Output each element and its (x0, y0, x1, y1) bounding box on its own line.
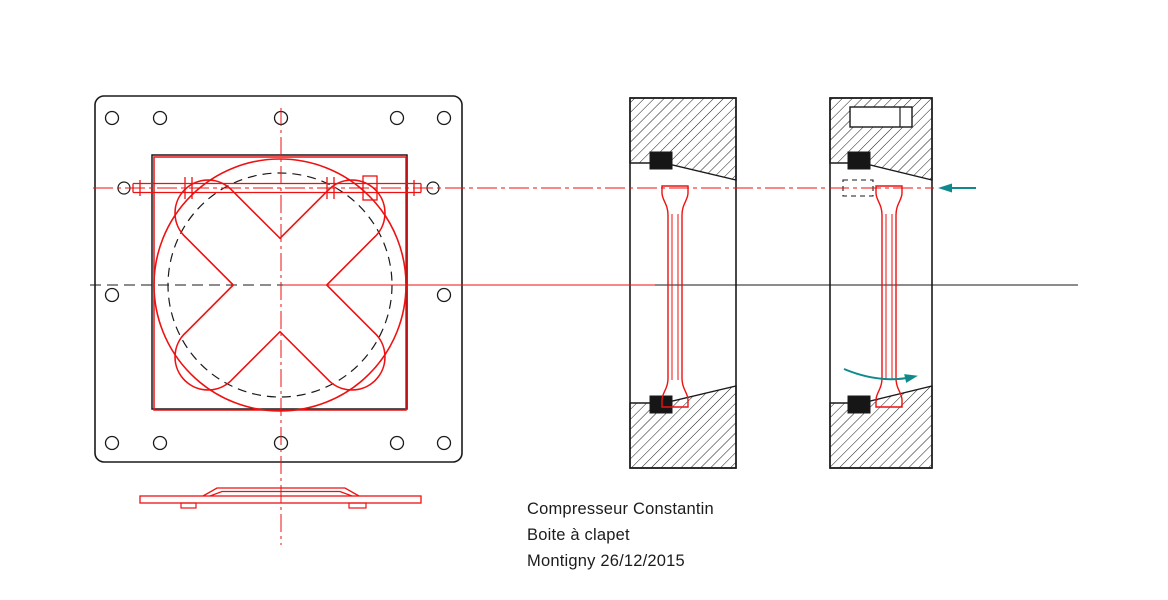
seal-bottom (847, 395, 871, 414)
dome-inner (209, 490, 353, 497)
bolt-hole (152, 110, 168, 126)
valve-bar-front (132, 175, 422, 201)
bolt-hole (436, 287, 452, 303)
valve-plate-profile-view (139, 487, 422, 509)
seal-top (847, 151, 871, 170)
inlet-flow-arrowhead-icon (938, 183, 952, 193)
flange-outer-plate (94, 95, 463, 463)
outlet-flow-arrowhead-icon (904, 374, 918, 383)
seal-top (649, 151, 673, 170)
cover-insert (849, 106, 913, 128)
bolt-hole (436, 110, 452, 126)
reed-valve-middle (661, 185, 689, 408)
reed-valve-outline (661, 185, 689, 408)
bolt-holes (104, 110, 452, 451)
foot-tab (180, 502, 197, 509)
front-view-red-parts (132, 156, 422, 412)
retainer-bracket (362, 175, 378, 201)
flow-arrowheads (904, 183, 952, 383)
hatched-block-top (629, 97, 737, 181)
title-line-part: Boite à clapet (527, 526, 630, 544)
foot-tab (348, 502, 367, 509)
centerlines-red (93, 108, 934, 545)
bolt-hole (104, 110, 120, 126)
bolt-hole (152, 435, 168, 451)
title-line-project: Compresseur Constantin (527, 500, 714, 518)
flange-inner-pocket (151, 154, 408, 410)
valve-plate-circle (153, 158, 407, 412)
plate-profile (139, 495, 422, 504)
bolt-hole (389, 435, 405, 451)
flow-arrows (843, 183, 976, 383)
hatched-block-bottom (829, 385, 933, 469)
black-geometry (90, 95, 1078, 469)
front-view-flange (94, 95, 463, 463)
bolt-hole (436, 435, 452, 451)
bolt-hole (104, 287, 120, 303)
section-view-middle (629, 97, 737, 469)
reed-valve-right (875, 185, 903, 408)
hatched-block-bottom (629, 385, 737, 469)
seal-bottom (649, 395, 673, 414)
bolt-hole (104, 435, 120, 451)
dome-outer (202, 487, 360, 497)
title-line-author-date: Montigny 26/12/2015 (527, 552, 685, 570)
section-view-right (829, 97, 933, 469)
title-block: Compresseur Constantin Boite à clapet Mo… (527, 496, 714, 574)
bolt-hole (389, 110, 405, 126)
outlet-flow-arrow-curve (843, 368, 913, 381)
reed-valve-outline (875, 185, 903, 408)
red-geometry (93, 108, 934, 545)
cross-port-cutout (174, 179, 386, 391)
